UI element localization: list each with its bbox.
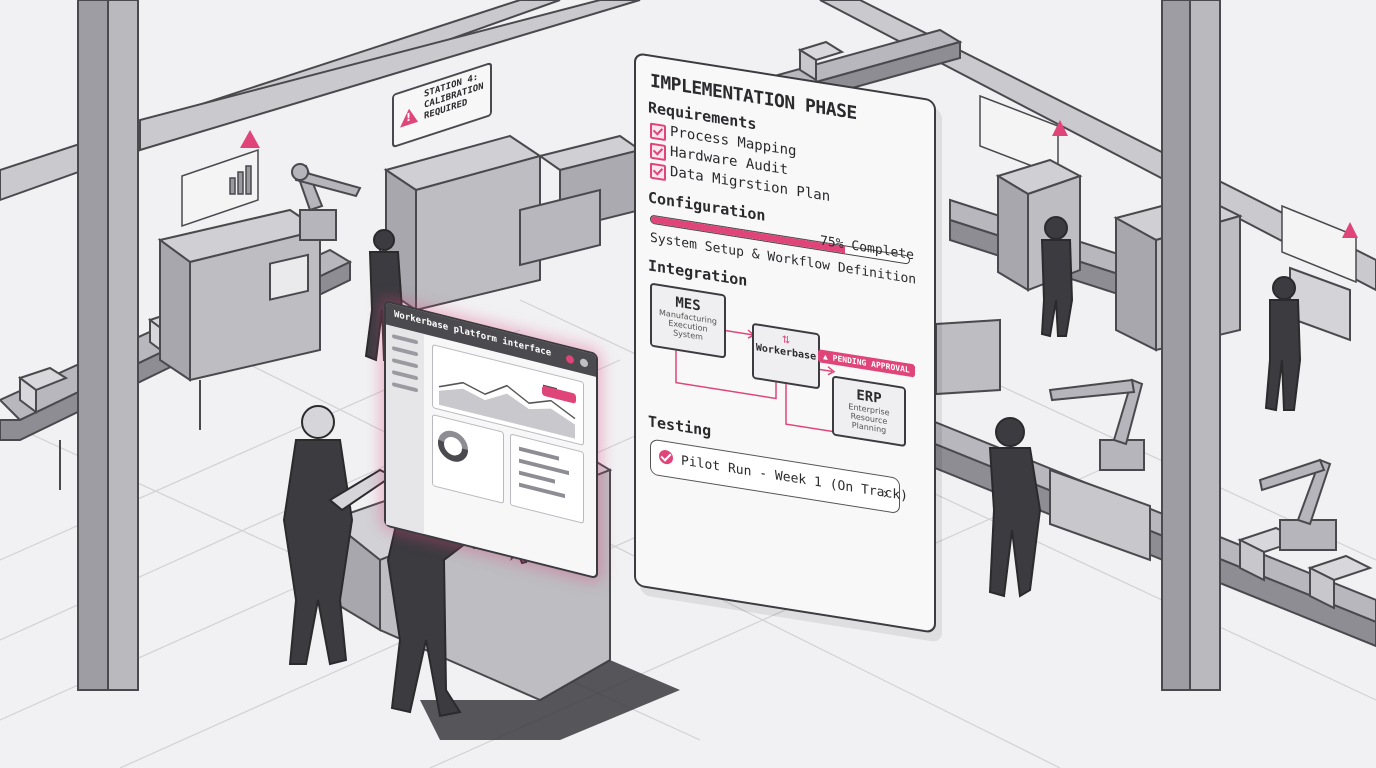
warning-icon (400, 105, 418, 128)
list-icon (519, 446, 569, 499)
profile-icon[interactable] (580, 357, 588, 368)
platform-interface-screen[interactable]: Workerbase platform interface (384, 300, 598, 580)
workerbase-hub-box: ⇅ Workerbase (752, 322, 820, 390)
implementation-phase-panel: IMPLEMENTATION PHASE Requirements Proces… (634, 52, 936, 634)
donut-chart-card (432, 413, 504, 504)
notification-icon[interactable] (566, 354, 574, 365)
list-card (510, 433, 584, 524)
chevron-right-icon[interactable]: › (882, 483, 889, 504)
platform-sidebar[interactable] (386, 324, 424, 534)
mes-box: MES Manufacturing Execution System (650, 282, 726, 359)
check-circle-icon (659, 448, 673, 466)
donut-chart-icon (438, 430, 468, 462)
erp-box: ERP Enterprise Resource Planning (832, 375, 906, 448)
